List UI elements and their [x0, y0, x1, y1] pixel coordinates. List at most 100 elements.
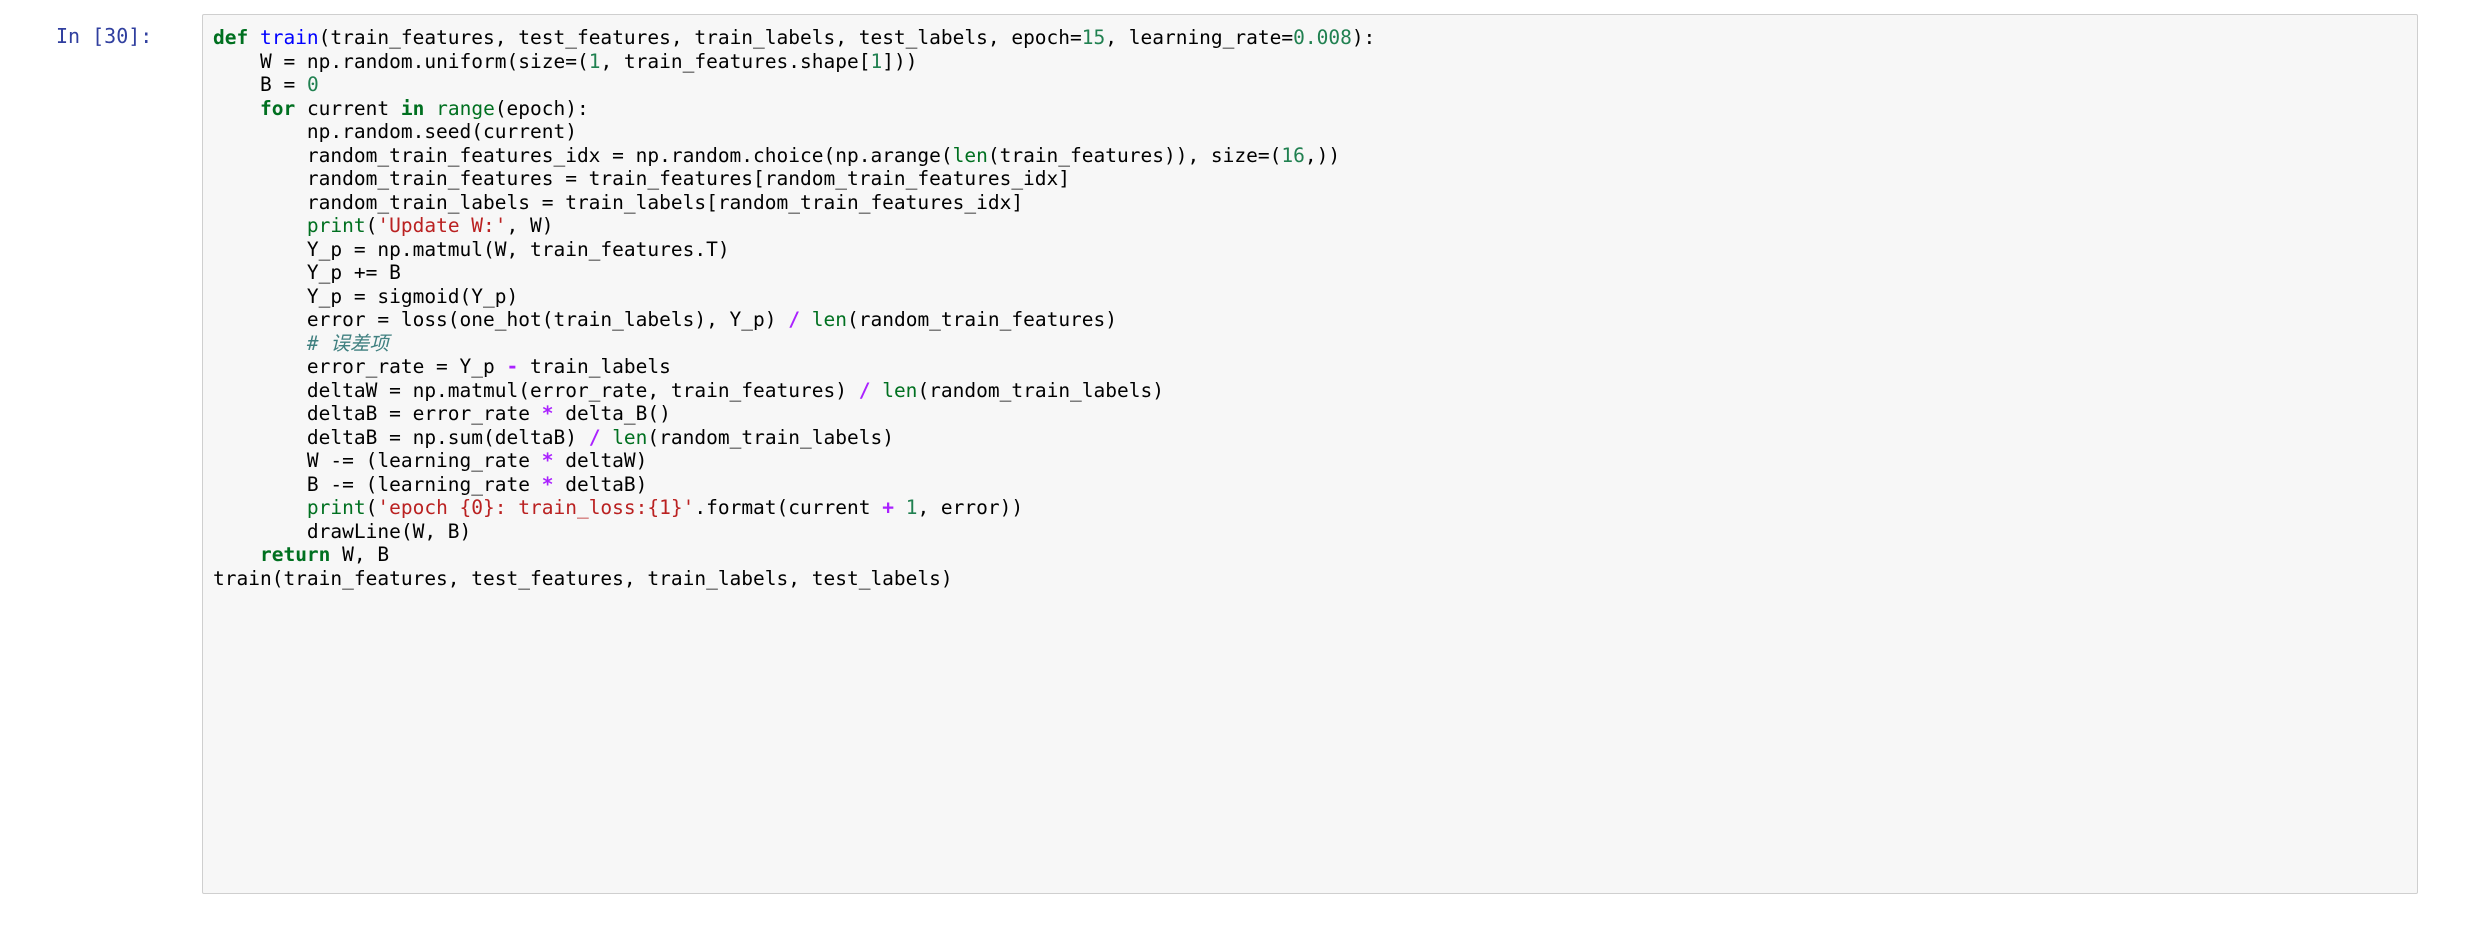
code-indent [213, 73, 260, 96]
code-line: random_train_features = train_features[r… [213, 167, 2411, 191]
code-token: , W) [506, 214, 554, 237]
code-indent [213, 426, 307, 449]
code-token: drawLine(W, B) [306, 519, 472, 543]
code-token: * [541, 472, 554, 496]
code-token: ])) [882, 49, 918, 73]
code-indent [213, 214, 307, 237]
code-token: 15 [1081, 26, 1106, 49]
code-indent [213, 261, 307, 284]
code-indent [213, 402, 307, 425]
code-token: print [306, 214, 366, 237]
code-token: * [541, 449, 554, 472]
code-token: train_labels [518, 355, 671, 378]
code-indent [213, 285, 307, 308]
code-token: .format(current [694, 496, 883, 519]
code-token [424, 97, 436, 120]
code-token: deltaW) [553, 449, 648, 472]
code-line: random_train_features_idx = np.random.ch… [213, 144, 2411, 168]
code-indent [213, 308, 307, 331]
code-line: error_rate = Y_p - train_labels [213, 355, 2411, 379]
code-token: 'Update W:' [377, 214, 507, 237]
code-line: deltaB = np.sum(deltaB) / len(random_tra… [213, 426, 2411, 450]
code-indent [213, 449, 307, 472]
code-token: 'epoch {0}: train_loss:{1}' [377, 496, 695, 519]
code-token: len [811, 308, 847, 331]
code-token: 0.008 [1293, 26, 1352, 49]
code-token: 0 [306, 73, 319, 96]
code-token: , learning_rate= [1105, 26, 1294, 49]
code-line: drawLine(W, B) [213, 520, 2411, 544]
code-token [800, 308, 812, 331]
code-input-area[interactable]: def train(train_features, test_features,… [202, 14, 2418, 894]
code-indent [213, 379, 307, 402]
code-token: / [858, 378, 871, 402]
code-line: random_train_labels = train_labels[rando… [213, 191, 2411, 215]
code-token: random_train_features = train_features[r… [306, 167, 1071, 190]
code-token: ( [365, 496, 378, 519]
code-line: deltaW = np.matmul(error_rate, train_fea… [213, 379, 2411, 403]
code-indent [213, 50, 260, 73]
code-token: (epoch): [494, 96, 589, 120]
code-token: , error)) [917, 496, 1024, 519]
cell-execution-prompt: In [30]: [56, 24, 153, 48]
code-token: error_rate = Y_p [306, 355, 507, 378]
code-indent [213, 543, 260, 566]
code-token: , train_features.shape[ [600, 49, 871, 73]
code-token: W -= (learning_rate [306, 449, 542, 472]
code-token: len [952, 143, 988, 167]
code-token: 1 [870, 49, 883, 73]
code-line: B = 0 [213, 73, 2411, 97]
code-token: error = loss(one_hot(train_labels), Y_p) [306, 308, 789, 331]
code-indent [213, 97, 260, 120]
code-line: Y_p += B [213, 261, 2411, 285]
code-line: print('Update W:', W) [213, 214, 2411, 238]
code-token: W = np.random.uniform(size=( [259, 49, 589, 73]
code-indent [213, 191, 307, 214]
code-token: range [436, 96, 495, 120]
code-line: np.random.seed(current) [213, 120, 2411, 144]
code-token: delta_B() [553, 402, 671, 425]
code-token: len [882, 378, 918, 402]
code-line: Y_p = sigmoid(Y_p) [213, 285, 2411, 309]
code-token: 16 [1281, 143, 1305, 167]
code-token: random_train_features_idx = np.random.ch… [306, 143, 953, 167]
code-token: Y_p += B [306, 261, 401, 284]
code-token: 1 [588, 49, 601, 73]
code-indent [213, 167, 307, 190]
code-token: print [306, 496, 366, 519]
code-token [894, 496, 906, 519]
code-token: def [213, 26, 260, 49]
code-token: train(train_features, test_features, tra… [213, 566, 953, 590]
code-line: W -= (learning_rate * deltaW) [213, 449, 2411, 473]
code-indent [213, 120, 307, 143]
code-token: 1 [905, 496, 918, 519]
code-line: train(train_features, test_features, tra… [213, 567, 2411, 591]
code-token: (train_features)), size=( [987, 143, 1282, 167]
python-source-code[interactable]: def train(train_features, test_features,… [213, 26, 2411, 590]
code-line: deltaB = error_rate * delta_B() [213, 402, 2411, 426]
code-line: B -= (learning_rate * deltaB) [213, 473, 2411, 497]
code-indent [213, 355, 307, 378]
code-indent [213, 496, 307, 519]
code-indent [213, 238, 307, 261]
code-token: * [541, 402, 554, 425]
code-line: # 误差项 [213, 332, 2411, 356]
code-token: (train_features, test_features, train_la… [318, 26, 1082, 49]
code-cell[interactable]: In [30]: def train(train_features, test_… [0, 0, 2472, 894]
code-token: / [788, 308, 801, 331]
code-token: for [259, 96, 296, 120]
code-token: return [259, 543, 331, 566]
code-token [600, 426, 612, 449]
code-token: (random_train_labels) [647, 425, 894, 449]
code-token: ,)) [1304, 143, 1341, 167]
code-token: ( [365, 214, 378, 237]
code-indent [213, 520, 307, 543]
code-token: Y_p = sigmoid(Y_p) [306, 284, 519, 308]
code-token: # 误差项 [306, 331, 389, 355]
code-token: + [882, 496, 894, 519]
code-token: W, B [330, 543, 390, 566]
code-line: def train(train_features, test_features,… [213, 26, 2411, 50]
code-token: (random_train_features) [847, 308, 1118, 331]
code-token: random_train_labels = train_labels[rando… [306, 190, 1024, 214]
